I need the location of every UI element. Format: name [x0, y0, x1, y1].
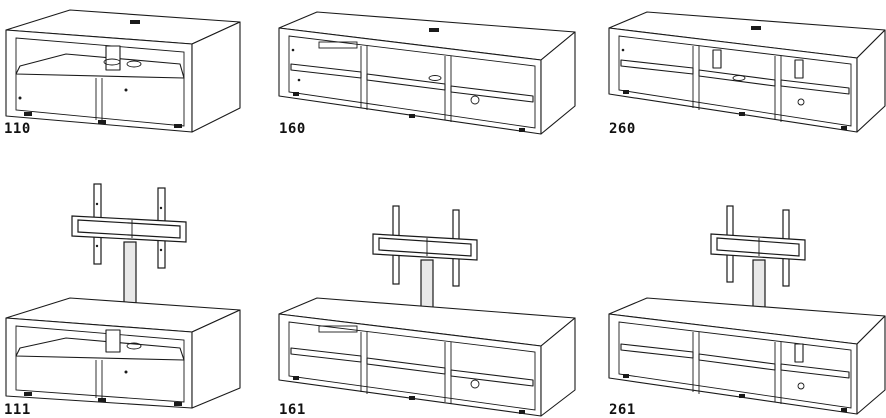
- product-110: 110: [0, 0, 260, 150]
- model-label: 161: [279, 402, 306, 418]
- product-160: 160: [275, 0, 580, 150]
- model-label: 260: [609, 121, 636, 137]
- model-label: 111: [4, 402, 31, 418]
- tv-cabinet-drawing: [608, 11, 886, 133]
- tv-cabinet-with-mount-drawing: [5, 183, 241, 409]
- product-111: 111: [0, 178, 260, 418]
- tv-cabinet-drawing: [5, 9, 241, 133]
- model-label: 261: [609, 402, 636, 418]
- product-261: 261: [605, 178, 886, 418]
- model-label: 160: [279, 121, 306, 137]
- model-label: 110: [4, 121, 31, 137]
- tv-cabinet-with-mount-drawing: [608, 205, 886, 415]
- tv-cabinet-drawing: [278, 11, 576, 135]
- product-161: 161: [275, 178, 580, 418]
- product-260: 260: [605, 0, 886, 150]
- tv-cabinet-with-mount-drawing: [278, 205, 576, 417]
